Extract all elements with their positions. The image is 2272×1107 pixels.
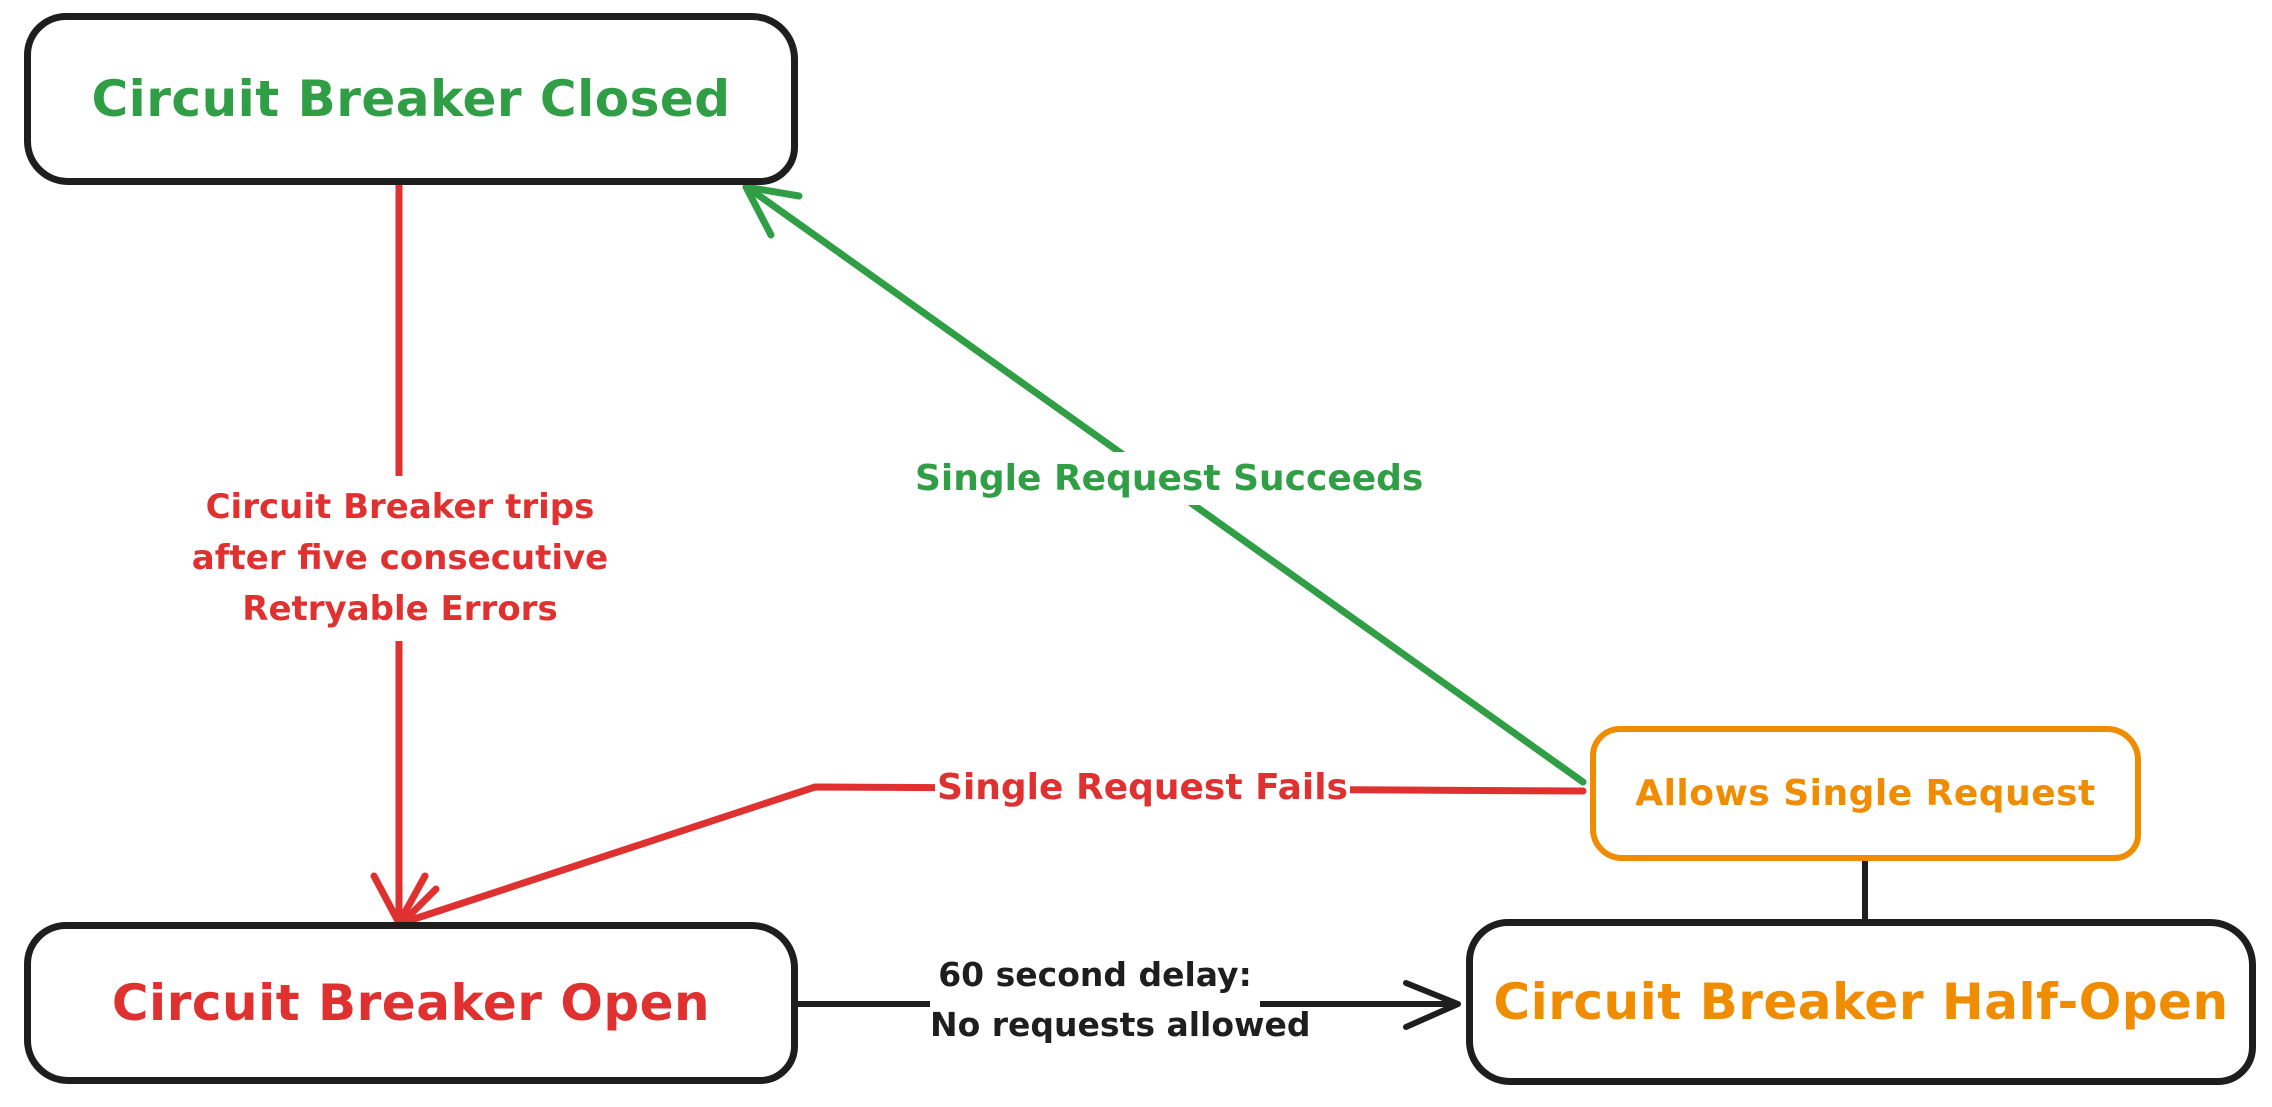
state-node-closed-label: Circuit Breaker Closed	[91, 70, 731, 128]
node-allows-single-request-label: Allows Single Request	[1635, 773, 2096, 814]
edge-label-trips-line1: Circuit Breaker trips	[205, 487, 595, 527]
state-node-open-label: Circuit Breaker Open	[111, 974, 711, 1032]
state-node-closed: Circuit Breaker Closed	[24, 13, 798, 185]
edge-label-trips: Circuit Breaker trips after five consecu…	[168, 476, 632, 641]
state-node-half-open-label: Circuit Breaker Half-Open	[1493, 973, 2229, 1031]
node-allows-single-request: Allows Single Request	[1590, 726, 2141, 861]
state-node-half-open: Circuit Breaker Half-Open	[1466, 919, 2256, 1085]
edge-label-succeeds: Single Request Succeeds	[915, 452, 1423, 505]
edge-label-delay: 60 second delay: No requests allowed	[930, 950, 1311, 1049]
edge-label-delay-line1: 60 second delay:	[938, 955, 1252, 994]
edge-succeeds-arrowhead-icon	[742, 183, 803, 239]
edge-label-delay-line2: No requests allowed	[930, 1004, 1311, 1044]
state-node-open: Circuit Breaker Open	[24, 922, 798, 1084]
edge-delay-arrowhead-icon	[1403, 980, 1461, 1030]
edge-label-trips-line2: after five consecutive	[191, 538, 609, 578]
edge-label-trips-line3: Retryable Errors	[242, 589, 558, 629]
edge-label-fails: Single Request Fails	[935, 762, 1350, 813]
